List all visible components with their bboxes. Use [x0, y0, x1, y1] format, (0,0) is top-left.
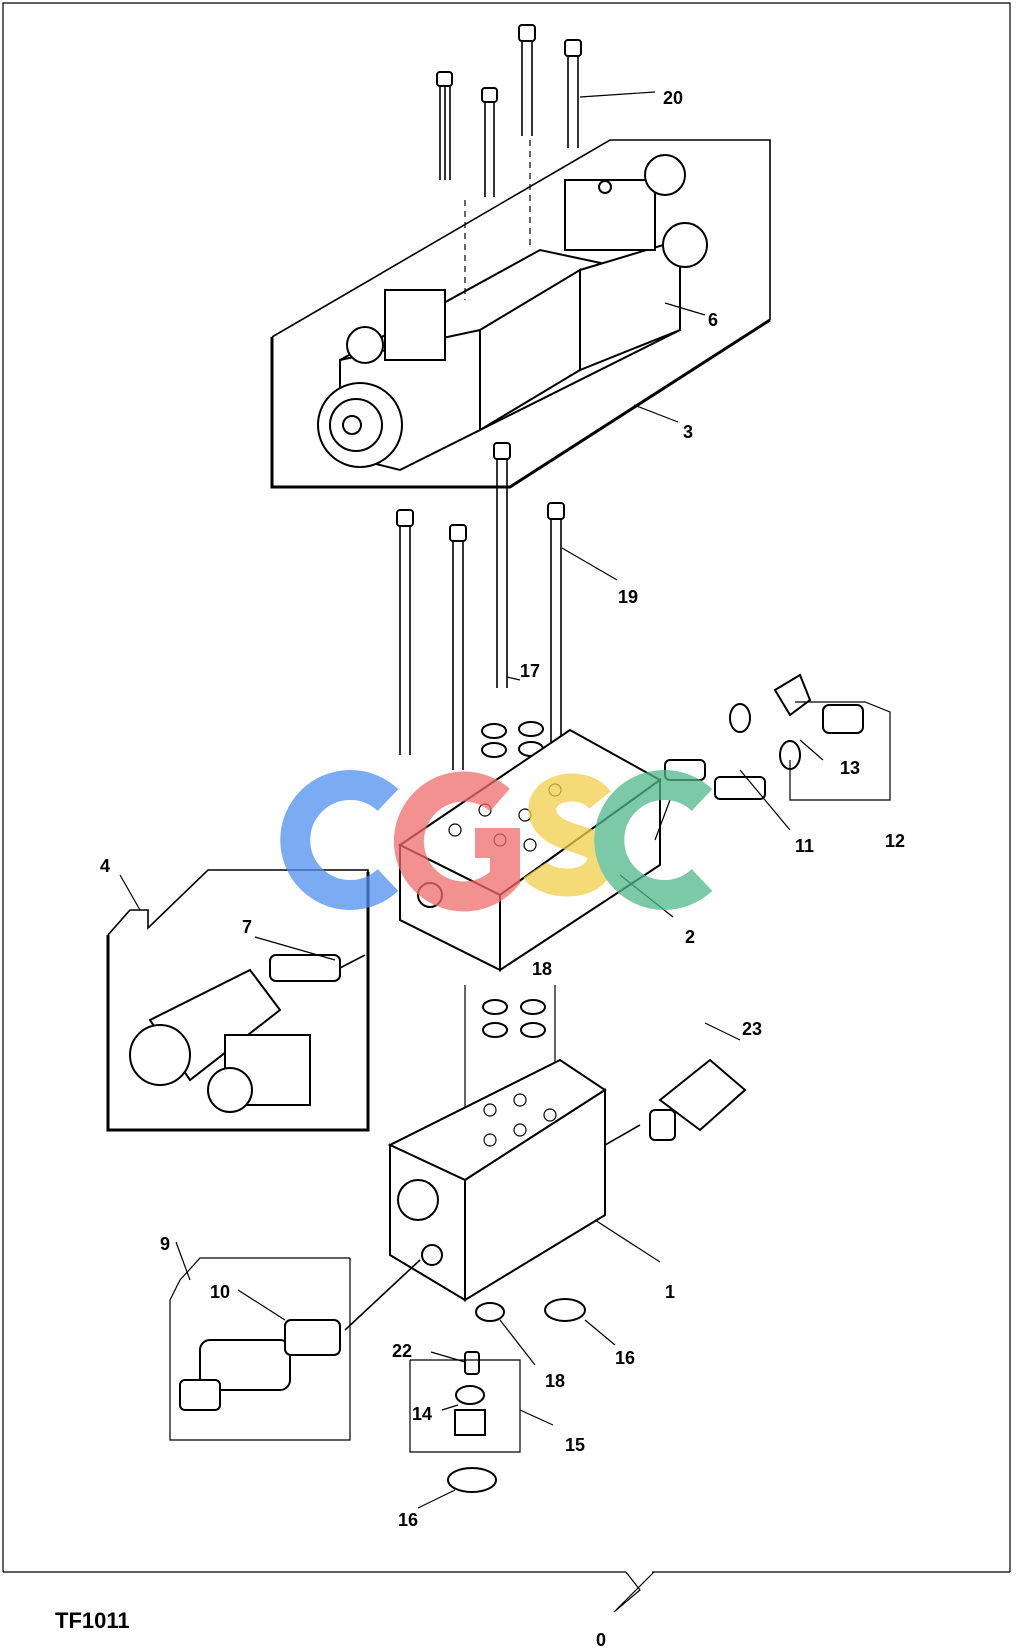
callout-17: 16	[615, 1348, 635, 1368]
callout-23: 23	[742, 1019, 762, 1039]
page-border	[2, 2, 1011, 1572]
callout-2: 2	[685, 927, 695, 947]
callout-1: 1	[665, 1282, 675, 1302]
callout-11: 11	[795, 836, 814, 856]
callout-14: 15	[565, 1435, 585, 1455]
relief-cartridge-9	[169, 1257, 421, 1441]
callout-19: 18	[545, 1371, 565, 1391]
callout-3: 3	[683, 422, 693, 442]
plug-and-seals	[409, 1298, 586, 1493]
callout-7: 7	[242, 917, 252, 937]
check-valve-fittings	[664, 673, 891, 801]
callout-22: 22	[392, 1341, 412, 1361]
callout-16: 16	[398, 1510, 418, 1530]
figure-id: TF1011	[55, 1608, 130, 1633]
o-rings-lower	[482, 999, 546, 1038]
fitting-23	[604, 1058, 747, 1146]
callout-21: 20	[663, 88, 683, 108]
callout-12: 12	[885, 831, 905, 851]
base-manifold-block	[387, 1058, 607, 1302]
tie-rods	[396, 442, 565, 770]
solenoid-valve-assembly	[270, 139, 771, 489]
callout-4: 6	[708, 310, 718, 330]
callout-labels: 20 6 3 19 17 13 11 12 4 7 2 18 23 9 10 1…	[100, 88, 905, 1530]
callout-10: 10	[210, 1282, 230, 1302]
callout-9: 9	[160, 1234, 170, 1254]
callout-18a: 17	[520, 661, 540, 681]
callout-6: 4	[100, 856, 110, 876]
bottom-marker: 0	[596, 1630, 607, 1650]
callout-13: 13	[840, 758, 860, 778]
solenoid-cartridge-6	[106, 869, 370, 1132]
o-rings-upper	[481, 721, 544, 758]
callout-18b: 18	[532, 959, 552, 979]
callout-15: 14	[412, 1404, 432, 1424]
cap-screws-top	[436, 24, 582, 197]
callout-20: 19	[618, 587, 638, 607]
cgsc-watermark	[280, 770, 713, 912]
